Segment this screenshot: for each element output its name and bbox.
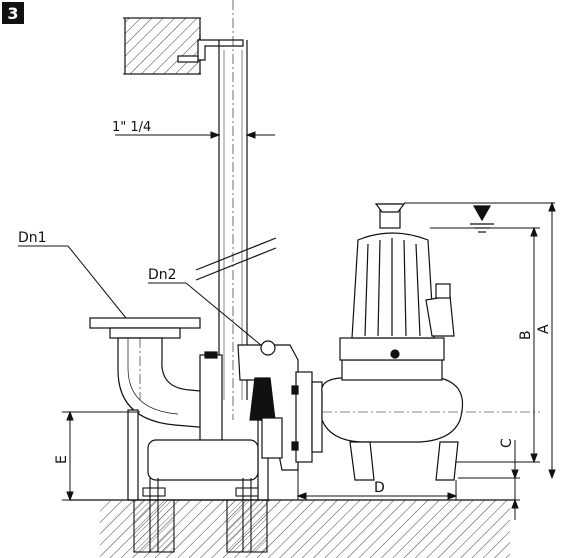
pump-motor <box>351 203 455 339</box>
dimension-lines-right <box>404 201 556 520</box>
dimension-e-label: E <box>54 455 70 464</box>
leader-lines <box>18 245 263 347</box>
guide-pipe <box>218 0 248 420</box>
pipe-break-symbol <box>195 237 277 281</box>
dimension-line-d <box>296 470 458 500</box>
coupling-claw <box>237 340 299 471</box>
dimension-a-label: A <box>536 324 552 334</box>
anchor-bolts <box>133 478 268 553</box>
dimension-c-label: C <box>499 438 515 448</box>
discharge-elbow <box>89 317 223 446</box>
dimension-line-e <box>62 410 140 502</box>
ceiling-block <box>123 17 202 75</box>
figure-number-badge: 3 <box>2 2 24 24</box>
pipe-size-label: 1" 1/4 <box>112 120 151 135</box>
dn1-label: Dn1 <box>18 230 47 246</box>
dn2-label: Dn2 <box>148 267 177 283</box>
figure-number: 3 <box>7 3 19 23</box>
dimension-d-label: D <box>374 480 385 496</box>
upper-bracket <box>177 34 244 63</box>
pipe-size-dimension: 1" 1/4 <box>112 120 275 139</box>
pump-body <box>321 337 540 481</box>
dimension-b-label: B <box>518 330 534 340</box>
pump-flange <box>291 371 323 463</box>
